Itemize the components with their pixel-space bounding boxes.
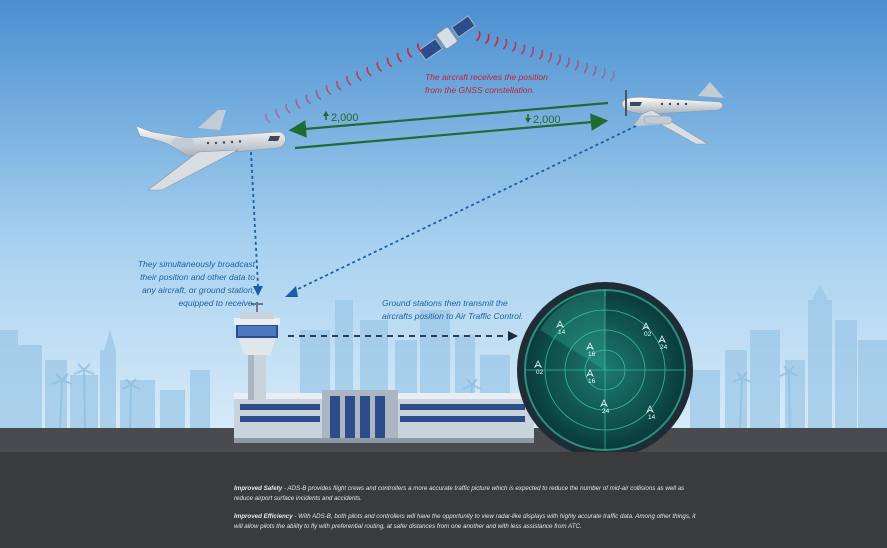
signal-arc [346, 76, 352, 86]
ground-station-caption: Ground stations then transmit the aircra… [382, 297, 523, 323]
radar-target: 14 [555, 320, 566, 336]
radar-display [517, 282, 693, 458]
right-aircraft-icon [621, 82, 724, 145]
broadcast-line-right [295, 125, 637, 291]
signal-arc [520, 44, 526, 55]
gnss-signal-waves [265, 30, 615, 124]
radar-target: 24 [657, 335, 668, 351]
signal-arc [556, 54, 561, 66]
broadcast-caption-line-3: any aircraft, or ground station, [142, 285, 255, 295]
radar-target-label: 16 [588, 351, 596, 358]
plane-target-icon [657, 335, 667, 344]
atc-transmit-arrowhead [508, 331, 518, 341]
plane-target-icon [585, 369, 595, 378]
safety-text: - ADS-B provides flight crews and contro… [234, 485, 685, 502]
signal-arc [476, 30, 481, 42]
radar-sweep [540, 290, 605, 370]
signal-arc [565, 57, 570, 69]
radar-target-label: 16 [588, 378, 596, 385]
terminal-building [234, 390, 534, 443]
signal-arc [325, 85, 332, 96]
radar-target: 24 [599, 399, 610, 415]
control-tower [234, 302, 280, 400]
signal-arc [305, 94, 312, 105]
plane-target-icon [585, 342, 595, 351]
climb-arrow-icon [323, 111, 329, 116]
signal-arc [511, 41, 517, 53]
radar-target-label: 02 [536, 369, 544, 376]
broadcast-arrowhead-right [285, 286, 298, 297]
signal-arc [529, 46, 535, 58]
signal-arc [265, 113, 271, 124]
safety-paragraph: Improved Safety - ADS-B provides flight … [234, 484, 704, 503]
signal-arc [275, 108, 281, 119]
radar-target: 14 [645, 405, 656, 421]
efficiency-paragraph: Improved Efficiency - With ADS-B, both p… [234, 512, 704, 531]
signal-arc [583, 62, 588, 74]
signal-arc [484, 33, 490, 45]
signal-arc [601, 68, 606, 79]
altitude-value-left: 2,000 [331, 112, 359, 124]
radar-target-label: 02 [644, 331, 652, 338]
altitude-label-left: 2,000 [323, 111, 359, 124]
ground-caption-line-1: Ground stations then transmit the [382, 298, 508, 308]
radar-target: 16 [585, 369, 596, 385]
signal-arc [574, 60, 579, 71]
gnss-caption-line-2: from the GNSS constellation. [425, 85, 535, 95]
signal-arc [417, 43, 423, 54]
plane-target-icon [645, 405, 655, 414]
ground-caption-line-2: aircrafts position to Air Traffic Contro… [382, 311, 524, 321]
descend-arrow-icon [525, 118, 531, 123]
signal-arc [396, 52, 403, 63]
gnss-caption-line-1: The aircraft receives the position [425, 72, 548, 82]
signal-arc [406, 48, 413, 58]
broadcast-caption-line-2: their position and other data to [140, 272, 255, 282]
radar-target-label: 14 [648, 414, 656, 421]
signal-arc [386, 57, 393, 68]
radar-target-label: 24 [660, 344, 668, 351]
signal-arc [592, 65, 597, 77]
signal-arc [335, 80, 342, 91]
satellite-icon [418, 15, 476, 61]
signal-arc [493, 36, 499, 47]
link-arrow-to-right [294, 113, 609, 150]
plane-target-icon [533, 360, 543, 369]
radar-targets: 14 02 24 16 02 16 24 14 [533, 320, 668, 421]
plane-target-icon [599, 399, 609, 408]
gnss-caption: The aircraft receives the position from … [425, 71, 548, 97]
signal-arc [376, 62, 383, 72]
efficiency-title: Improved Efficiency [234, 513, 293, 520]
broadcast-line-left [250, 151, 259, 287]
signal-arc [366, 66, 372, 77]
signal-arc [295, 99, 301, 110]
safety-title: Improved Safety [234, 485, 283, 492]
plane-target-icon [555, 320, 565, 329]
signal-arc [502, 38, 508, 50]
broadcast-caption: They simultaneously broadcast their posi… [115, 258, 255, 310]
link-arrow-to-left [288, 101, 609, 138]
radar-target: 02 [641, 322, 652, 338]
radar-target: 16 [585, 342, 596, 358]
broadcast-arrowhead-left [253, 286, 263, 296]
efficiency-text: - With ADS-B, both pilots and controller… [234, 513, 696, 530]
plane-target-icon [641, 322, 651, 331]
signal-arc [538, 49, 544, 61]
broadcast-caption-line-4: equipped to receive. [178, 298, 255, 308]
footer-panel: Improved Safety - ADS-B provides flight … [0, 452, 887, 548]
radar-target: 02 [533, 360, 544, 376]
radar-target-label: 24 [602, 408, 610, 415]
altitude-label-right: 2,000 [525, 114, 561, 126]
altitude-value-right: 2,000 [533, 114, 561, 126]
signal-arc [547, 52, 553, 63]
signal-arc [356, 71, 362, 82]
radar-target-label: 14 [558, 329, 566, 336]
signal-arc [285, 104, 291, 114]
broadcast-caption-line-1: They simultaneously broadcast [137, 259, 255, 269]
left-aircraft-icon [135, 110, 286, 191]
signal-arc [610, 70, 615, 82]
signal-arc [315, 90, 322, 100]
